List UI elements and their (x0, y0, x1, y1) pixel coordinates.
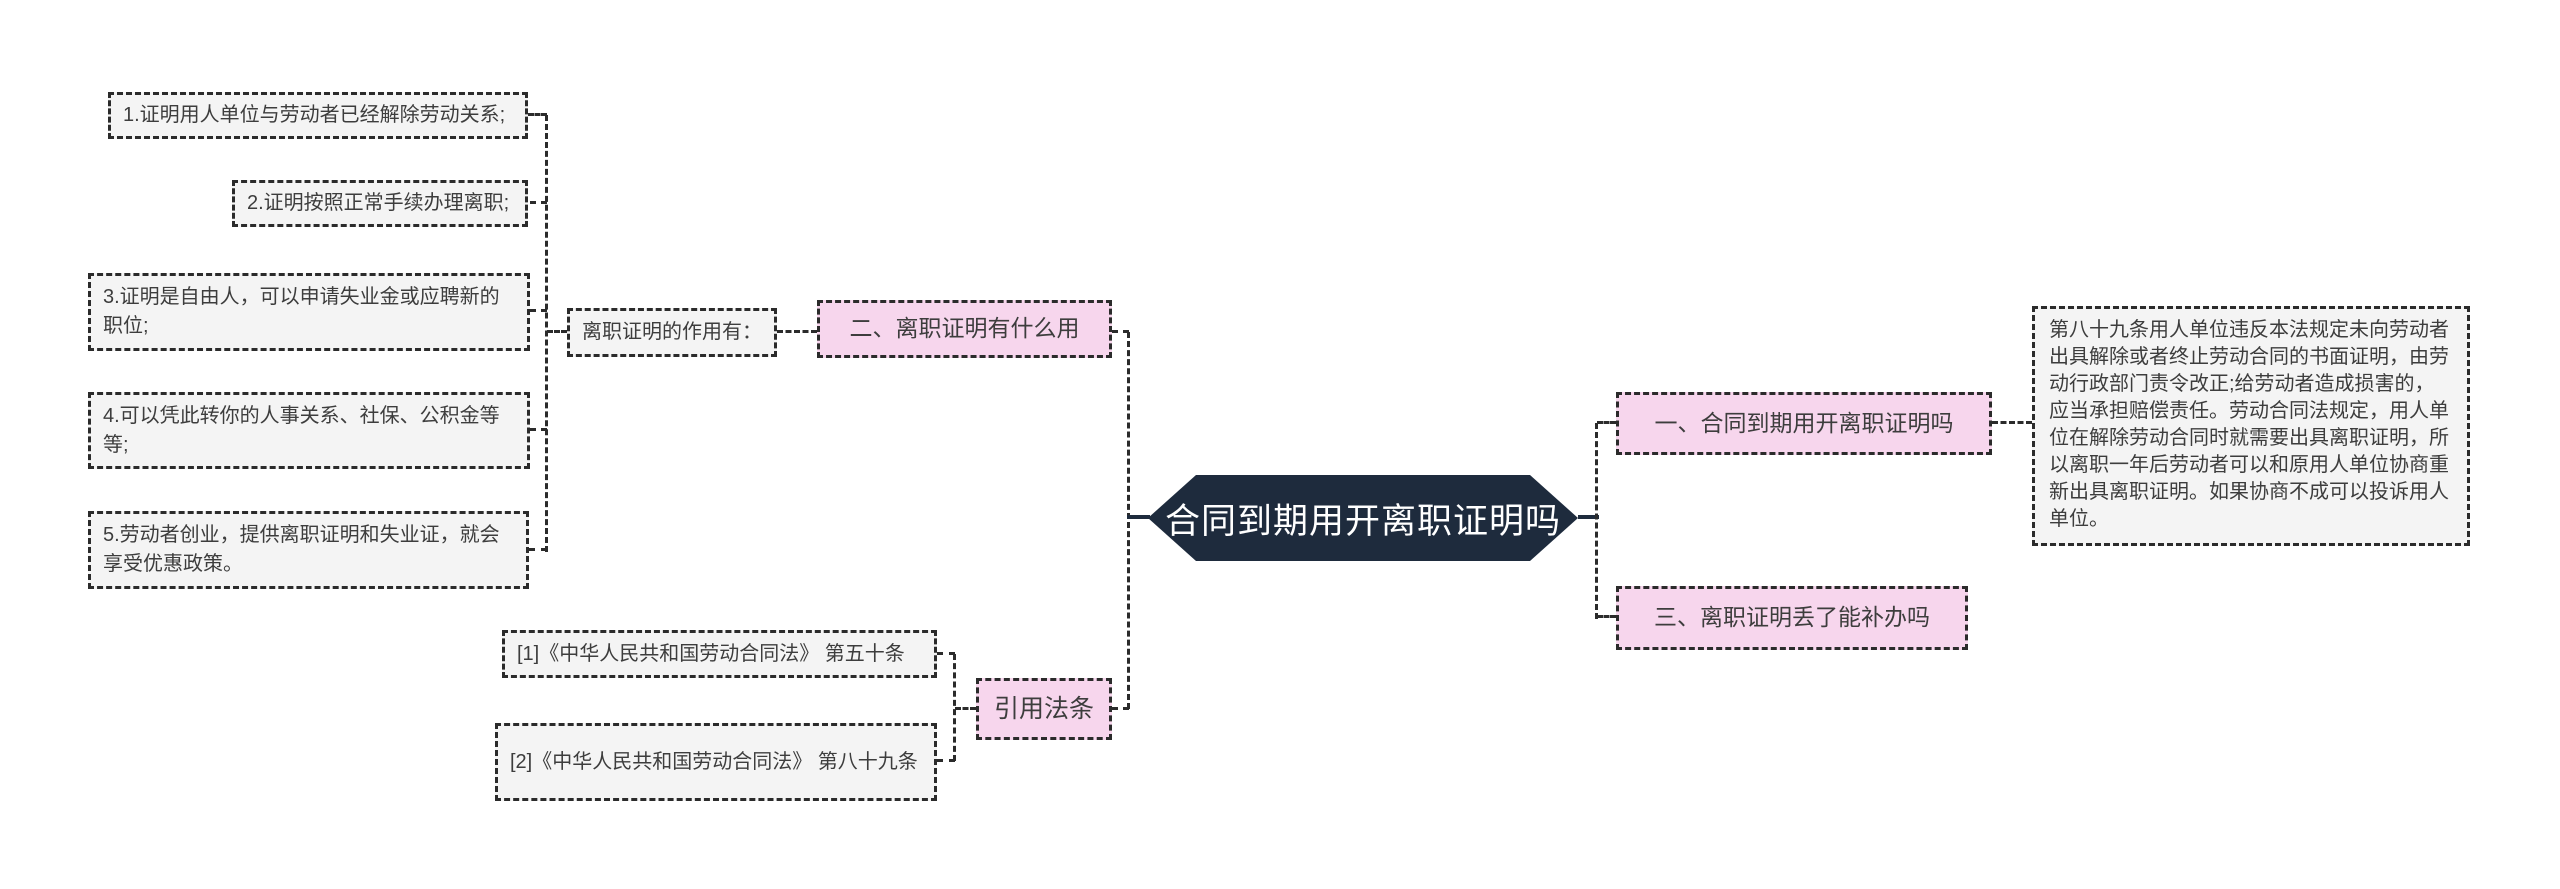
node-usage-section[interactable]: 二、离职证明有什么用 (817, 300, 1112, 358)
reissue-question-label: 三、离职证明丢了能补办吗 (1654, 604, 1930, 631)
connector-question-to-detail (1992, 421, 2032, 424)
node-contract-question[interactable]: 一、合同到期用开离职证明吗 (1616, 392, 1992, 455)
connector-group-to-section (777, 330, 817, 333)
node-law-item-1[interactable]: [1]《中华人民共和国劳动合同法》 第五十条 (502, 630, 937, 678)
node-usage-item-1[interactable]: 1.证明用人单位与劳动者已经解除劳动关系; (108, 92, 528, 139)
connector-usage-item-5 (529, 548, 547, 551)
node-usage-item-5[interactable]: 5.劳动者创业，提供离职证明和失业证，就会享受优惠政策。 (88, 511, 529, 589)
connector-usage-item-2 (530, 201, 547, 204)
connector-usage-spine (545, 115, 548, 552)
connector-law-item-1 (937, 652, 955, 655)
connector-root-right-tick (1578, 515, 1599, 519)
connector-section-to-spine (1112, 330, 1129, 333)
connector-usage-item-1 (528, 113, 547, 116)
node-usage-group[interactable]: 离职证明的作用有： (567, 308, 777, 357)
connector-law-spine (953, 654, 956, 761)
connector-law-item-2 (937, 759, 955, 762)
node-usage-item-2[interactable]: 2.证明按照正常手续办理离职; (232, 180, 528, 227)
node-usage-item-3[interactable]: 3.证明是自由人，可以申请失业金或应聘新的职位; (88, 273, 530, 351)
connector-usage-item-3 (530, 309, 547, 312)
usage-item-1-label: 1.证明用人单位与劳动者已经解除劳动关系; (123, 104, 506, 126)
connector-contract-question (1597, 421, 1616, 424)
law-section-label: 引用法条 (993, 694, 1094, 723)
node-reissue-question[interactable]: 三、离职证明丢了能补办吗 (1616, 586, 1968, 650)
root-node-label: 合同到期用开离职证明吗 (1164, 501, 1561, 541)
law-item-2-label: [2]《中华人民共和国劳动合同法》 第八十九条 (510, 750, 918, 773)
connector-spine-to-law-section (1112, 707, 1129, 710)
connector-usage-item-4 (530, 428, 547, 431)
root-node[interactable]: 合同到期用开离职证明吗 (1148, 475, 1578, 561)
law-item-1-label: [1]《中华人民共和国劳动合同法》 第五十条 (517, 642, 905, 665)
usage-item-2-label: 2.证明按照正常手续办理离职; (247, 192, 510, 214)
node-law-section[interactable]: 引用法条 (976, 678, 1112, 740)
connector-reissue-question (1597, 615, 1616, 618)
contract-question-label: 一、合同到期用开离职证明吗 (1654, 409, 1954, 436)
node-law-item-2[interactable]: [2]《中华人民共和国劳动合同法》 第八十九条 (495, 723, 937, 801)
node-contract-detail[interactable]: 第八十九条用人单位违反本法规定未向劳动者出具解除或者终止劳动合同的书面证明，由劳… (2032, 306, 2470, 546)
connector-usage-group-left (547, 330, 567, 333)
usage-section-label: 二、离职证明有什么用 (849, 315, 1080, 342)
contract-detail-text: 第八十九条用人单位违反本法规定未向劳动者出具解除或者终止劳动合同的书面证明，由劳… (2049, 319, 2449, 530)
node-usage-item-4[interactable]: 4.可以凭此转你的人事关系、社保、公积金等等; (88, 392, 530, 469)
connector-root-left-tick (1127, 515, 1150, 519)
connector-right-main-spine (1595, 423, 1598, 619)
connector-law-section-left (955, 707, 976, 710)
connector-left-main-spine (1127, 332, 1130, 709)
usage-item-4-label: 4.可以凭此转你的人事关系、社保、公积金等等; (103, 404, 500, 456)
usage-item-5-label: 5.劳动者创业，提供离职证明和失业证，就会享受优惠政策。 (103, 524, 500, 575)
usage-group-label: 离职证明的作用有： (582, 321, 762, 343)
usage-item-3-label: 3.证明是自由人，可以申请失业金或应聘新的职位; (103, 286, 500, 337)
